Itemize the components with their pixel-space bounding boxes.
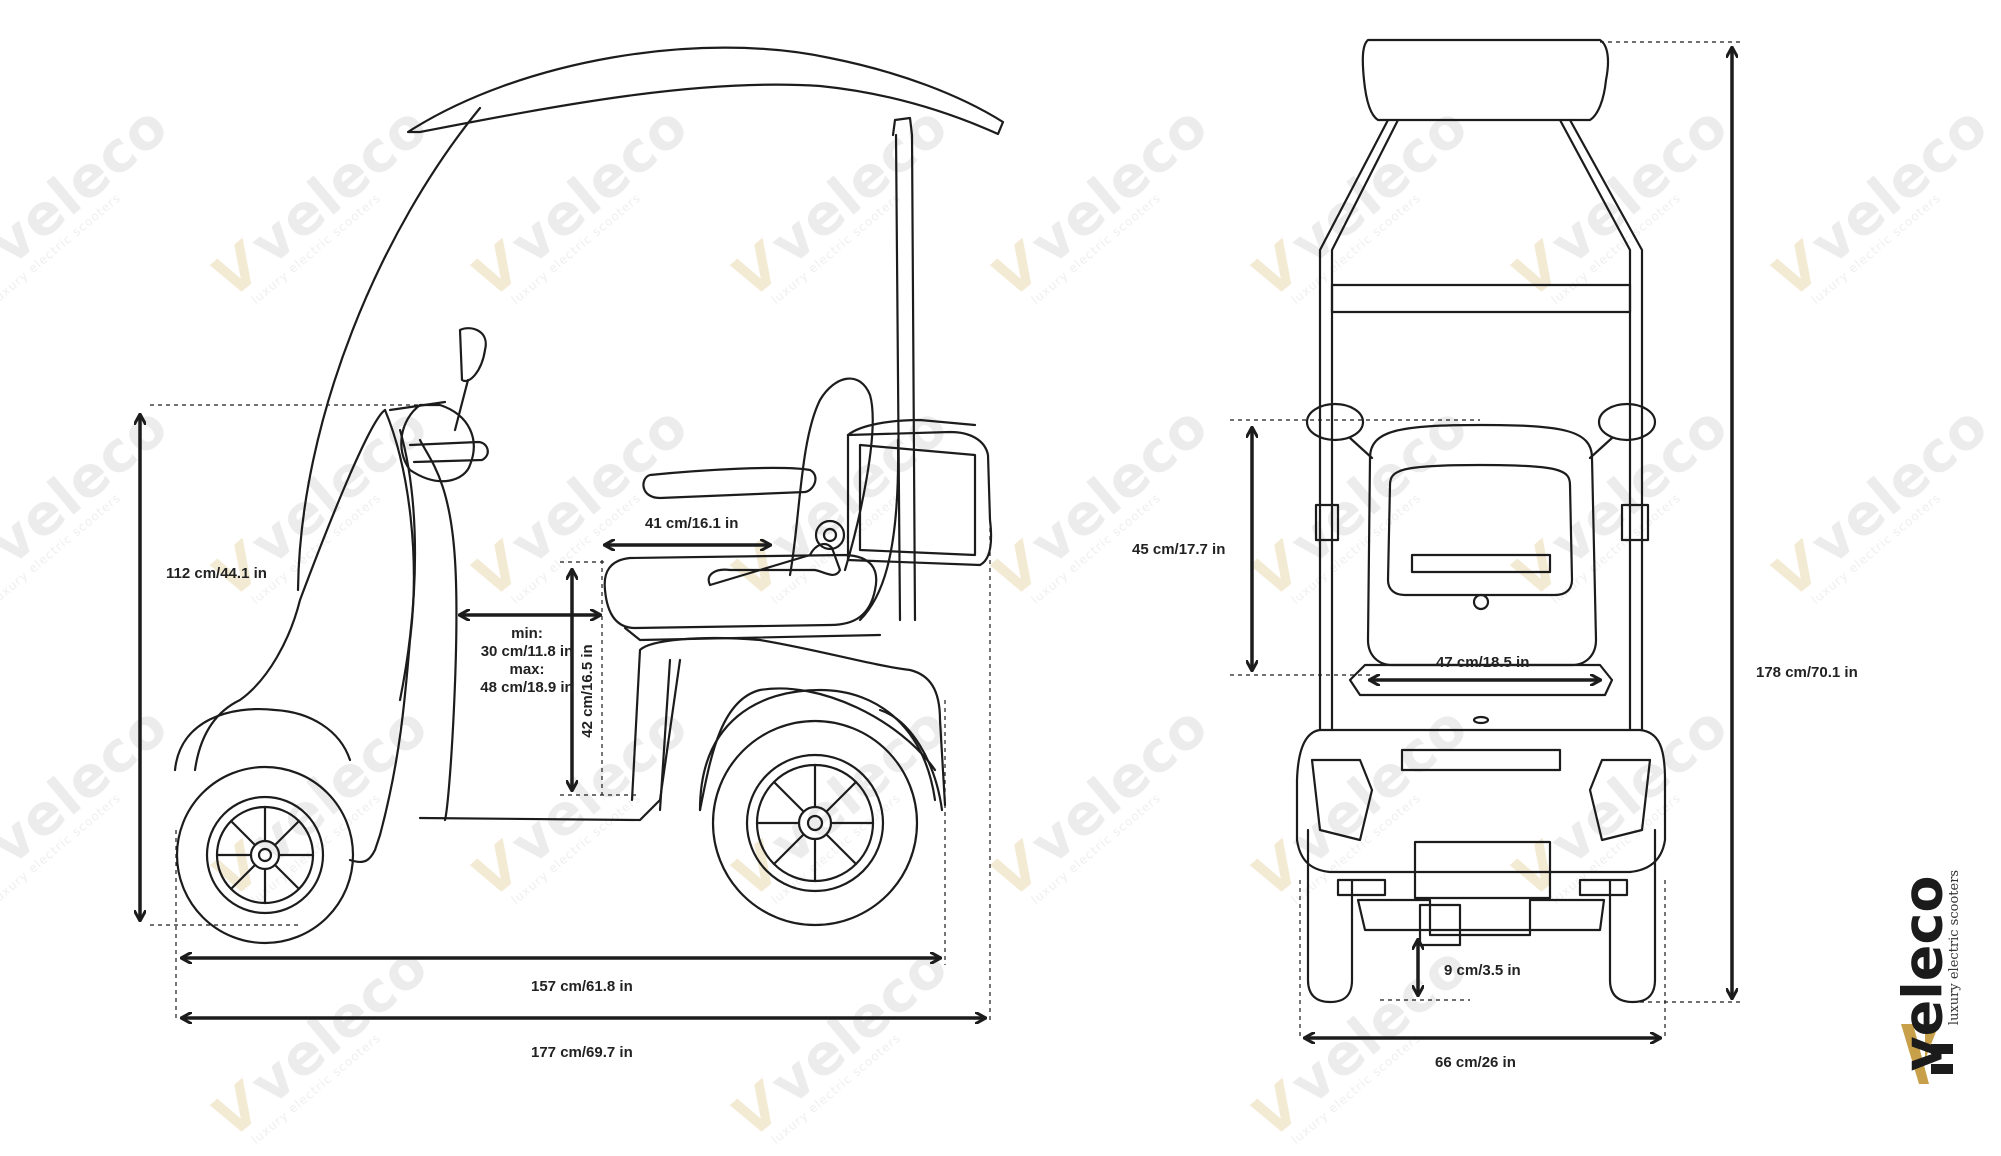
dim-label-seat-width-rear: 47 cm/18.5 in [1436,654,1530,671]
dim-label-ground-clearance: 9 cm/3.5 in [1444,962,1521,979]
tail-light-left [1310,758,1374,842]
logo-brand: veleco [1891,875,1955,1072]
side-view-scooter [173,46,1005,945]
rear-view-dimensions [1230,41,1740,1040]
rear-wheel-right [1608,828,1657,1004]
dim-label-mirror-height: 112 cm/44.1 in [166,565,267,582]
handlebar [408,440,489,464]
logo-mark [1901,1024,1953,1084]
veleco-logo: veleco luxury electric scooters [1891,820,1985,1100]
dim-label-overall-height: 178 cm/70.1 in [1756,664,1858,681]
dim-label-wheelbase: 157 cm/61.8 in [531,978,633,995]
rear-body [1295,728,1667,874]
rear-fender [698,688,937,812]
dim-label-seat-distance: min: 30 cm/11.8 in max: 48 cm/18.9 in [462,625,592,697]
tail-light-right [1588,758,1652,842]
rear-wheel-left [1306,828,1354,1004]
tiller [400,403,475,483]
dim-label-seat-height: 42 cm/16.5 in [579,644,596,738]
armrest [642,466,817,500]
front-fender [173,708,352,772]
front-body [193,408,387,772]
dim-label-overall-length: 177 cm/69.7 in [531,1044,633,1061]
seat-cushion [603,553,878,630]
seat-distance-line: 30 cm/11.8 in [480,643,574,660]
rear-wheel [711,719,919,927]
technical-drawing [0,38,1740,1101]
roof-post [891,116,917,622]
seat-lever [707,542,842,587]
front-wheel [175,765,355,945]
floorboard [418,658,682,822]
rear-crossbar [1330,283,1632,314]
dim-label-overall-width: 66 cm/26 in [1435,1054,1516,1071]
roof-canopy [406,46,1005,136]
seat-backrest [788,377,874,577]
rear-roof [1361,38,1610,122]
rear-backrest [1366,423,1598,667]
side-view-dimensions [140,404,991,1020]
logo-tagline: luxury electric scooters [1947,869,1963,1026]
seat-distance-line: min: [511,625,543,642]
windshield [296,106,482,592]
seat-distance-line: 48 cm/18.9 in [480,679,574,696]
mirror [458,327,487,383]
seat-distance-line: max: [509,661,545,678]
dim-label-backrest-height: 45 cm/17.7 in [1132,541,1226,558]
rear-view-scooter [1295,38,1667,1004]
rear-body [630,636,947,807]
license-plate [1413,840,1552,900]
rear-roof-post-left [1318,118,1390,732]
dim-label-seat-width: 41 cm/16.1 in [645,515,739,532]
rear-seat [1348,663,1614,697]
rear-roof-post-right [1568,118,1644,732]
